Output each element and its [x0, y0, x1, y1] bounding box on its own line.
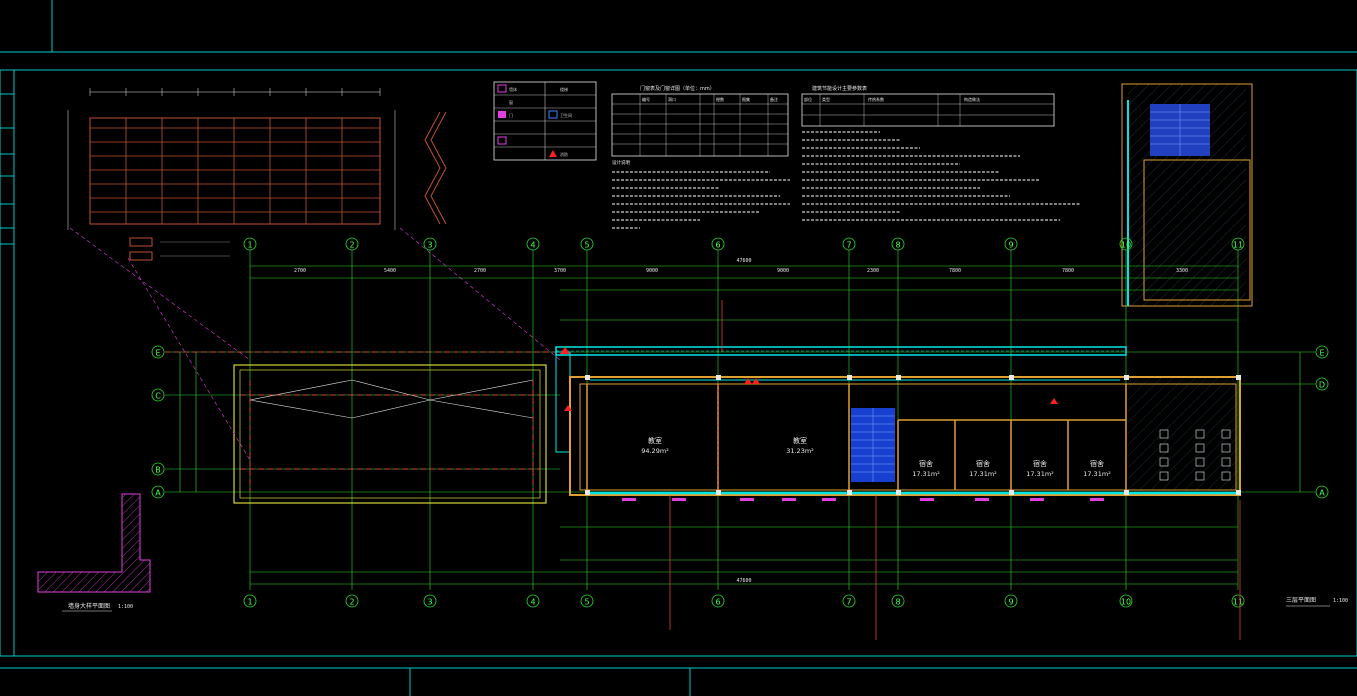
legend-item-4: 楼梯: [560, 86, 568, 92]
room-4-name: 宿舍: [976, 459, 990, 468]
col-label-10b: 10: [1121, 598, 1131, 607]
dim-4: 3700: [554, 268, 566, 274]
t1-h2: 洞口: [668, 96, 676, 102]
row-label-A-right: A: [1319, 489, 1325, 498]
t1-h5: 备注: [770, 96, 778, 102]
door-window-table: 门窗表及门窗详图（单位：mm） 编号 洞口 樘数 图集 备注: [611, 85, 789, 157]
wall-detail-plan: 墙身大样平面图 1:100: [37, 493, 151, 612]
dim-8: 7800: [949, 268, 961, 274]
design-notes: 设计说明: [612, 131, 1080, 229]
col-label-11: 11: [1233, 241, 1243, 250]
col-label-10: 10: [1121, 241, 1131, 250]
col-label-1: 1: [247, 241, 252, 250]
room-6-name: 宿舍: [1090, 459, 1104, 468]
col-label-7: 7: [846, 241, 851, 250]
dim-9: 7800: [1062, 268, 1074, 274]
legend-item-1: 墙体: [509, 86, 517, 92]
dim-10: 3300: [1176, 268, 1188, 274]
legend-item-6: 消防: [560, 151, 568, 157]
column-axis-labels-top: 1 2 3 4 5 6 7 8 9 10 11: [243, 237, 1245, 251]
dim-6: 9000: [777, 268, 789, 274]
table1-title: 门窗表及门窗详图（单位：mm）: [640, 85, 715, 92]
room-5-area: 17.31m²: [1026, 470, 1054, 478]
row-label-E-right: E: [1319, 349, 1324, 358]
room-2-area: 31.23m²: [786, 447, 814, 455]
col-label-2b: 2: [349, 598, 354, 607]
room-6-area: 17.31m²: [1083, 470, 1111, 478]
t1-h3: 樘数: [716, 96, 724, 102]
col-label-4b: 4: [530, 598, 535, 607]
col-label-9: 9: [1008, 241, 1013, 250]
col-label-9b: 9: [1008, 598, 1013, 607]
room-1-area: 94.29m²: [641, 447, 669, 455]
dim-7: 2300: [867, 268, 879, 274]
room-4-area: 17.31m²: [969, 470, 997, 478]
col-label-2: 2: [349, 241, 354, 250]
dim-total-bottom: 47600: [736, 578, 751, 584]
t1-h1: 编号: [642, 96, 650, 102]
plan-title-block: 三层平面图 1:100: [1286, 597, 1348, 607]
dim-2: 5400: [384, 268, 396, 274]
row-label-D-right: D: [1319, 381, 1325, 390]
row-label-C: C: [155, 392, 161, 401]
legend-item-2: 窗: [509, 99, 513, 105]
dim-3: 2700: [474, 268, 486, 274]
stair-enlarged-plan: [1121, 83, 1253, 307]
col-label-8: 8: [895, 241, 900, 250]
dim-total: 47600: [736, 258, 751, 264]
dimension-labels: 2700 5400 2700 3700 9000 9000 2300 7800 …: [294, 258, 1188, 584]
main-plan-scale: 1:100: [1333, 598, 1348, 604]
column-axis-labels-bottom: 1 2 3 4 5 6 7 8 9 10 11: [243, 594, 1245, 608]
row-label-A: A: [155, 489, 161, 498]
room-5-name: 宿舍: [1033, 459, 1047, 468]
row-axis-labels: E C B A E D A: [151, 345, 1329, 499]
truss-elevation-detail: [67, 88, 447, 261]
t2-h4: 构造做法: [964, 96, 980, 102]
table2-title: 建筑节能设计主要参数表: [812, 85, 867, 92]
t1-h4: 图集: [742, 96, 750, 102]
notes-title: 设计说明: [612, 159, 630, 166]
col-label-5: 5: [584, 241, 589, 250]
col-label-6b: 6: [715, 598, 720, 607]
col-label-3: 3: [427, 241, 432, 250]
row-label-B: B: [155, 466, 161, 475]
roof-plan-left: [165, 351, 560, 504]
col-label-7b: 7: [846, 598, 851, 607]
col-label-1b: 1: [247, 598, 252, 607]
legend-item-5: 卫生间: [560, 112, 572, 118]
col-label-4: 4: [530, 241, 535, 250]
col-label-11b: 11: [1233, 598, 1243, 607]
dim-1: 2700: [294, 268, 306, 274]
floor-plan-main: 教室 94.29m² 教室 31.23m² 宿舍 17.31m² 宿舍 17.3…: [555, 346, 1241, 501]
room-1-name: 教室: [648, 436, 662, 445]
t2-h1: 部位: [804, 96, 812, 102]
t2-h3: 传热系数: [868, 96, 884, 102]
dim-5: 9000: [646, 268, 658, 274]
room-3-name: 宿舍: [919, 459, 933, 468]
room-3-area: 17.31m²: [912, 470, 940, 478]
main-plan-title: 三层平面图: [1286, 597, 1316, 604]
legend-item-3: 门: [509, 112, 513, 118]
col-label-6: 6: [715, 241, 720, 250]
col-label-8b: 8: [895, 598, 900, 607]
energy-table: 建筑节能设计主要参数表 部位 类型 传热系数 构造做法: [801, 85, 1055, 127]
room-2-name: 教室: [793, 436, 807, 445]
detail-scale: 1:100: [118, 604, 133, 610]
row-label-E: E: [155, 349, 160, 358]
detail-title: 墙身大样平面图: [68, 602, 110, 610]
t2-h2: 类型: [822, 96, 830, 102]
symbol-legend: 墙体 窗 门 楼梯 卫生间 消防: [493, 81, 597, 161]
col-label-3b: 3: [427, 598, 432, 607]
col-label-5b: 5: [584, 598, 589, 607]
section-leader-lines: [69, 227, 561, 461]
detail-leaders: [669, 300, 1241, 640]
